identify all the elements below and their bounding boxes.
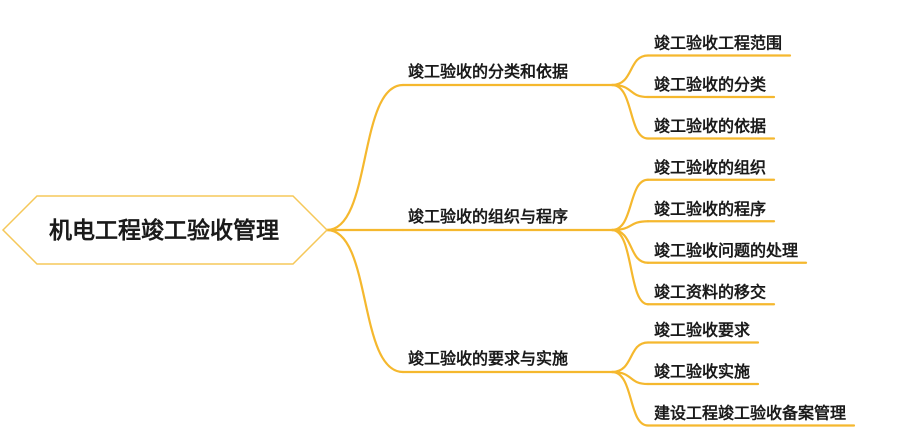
leaf-label[interactable]: 竣工验收实施 (654, 362, 750, 381)
branch-label[interactable]: 竣工验收的组织与程序 (408, 207, 568, 226)
root-branch-connector (325, 83, 405, 232)
leaf-label[interactable]: 竣工验收的依据 (654, 117, 766, 136)
leaf-label[interactable]: 竣工资料的移交 (654, 282, 766, 301)
connector-lines (325, 54, 856, 427)
leaf-label[interactable]: 竣工验收工程范围 (654, 34, 782, 53)
leaf-label[interactable]: 竣工验收问题的处理 (654, 241, 798, 260)
leaf-nodes: 竣工验收工程范围竣工验收的分类竣工验收的依据竣工验收的组织竣工验收的程序竣工验收… (654, 34, 846, 423)
branch-leaf-connector (610, 370, 650, 427)
leaf-label[interactable]: 建设工程竣工验收备案管理 (654, 404, 846, 423)
leaf-label[interactable]: 竣工验收要求 (654, 321, 751, 340)
root-node-hexagon (1, 195, 329, 265)
leaf-label[interactable]: 竣工验收的组织 (654, 158, 766, 177)
leaf-label[interactable]: 竣工验收的分类 (654, 75, 767, 94)
branch-leaf-connector (610, 178, 650, 232)
branch-leaf-connector (610, 54, 650, 87)
root-node-label: 机电工程竣工验收管理 (49, 217, 279, 244)
branch-leaf-connector (610, 228, 650, 264)
branch-leaf-connector (610, 228, 650, 306)
branch-leaf-connector (610, 83, 650, 140)
root-branch-connector (325, 228, 405, 374)
branch-label[interactable]: 竣工验收的分类和依据 (408, 62, 568, 81)
branch-label[interactable]: 竣工验收的要求与实施 (408, 349, 568, 368)
branch-leaf-connector (610, 341, 650, 374)
branch-leaf-connector (610, 220, 650, 232)
root-node[interactable]: 机电工程竣工验收管理 (1, 195, 329, 265)
leaf-label[interactable]: 竣工验收的程序 (654, 199, 766, 218)
